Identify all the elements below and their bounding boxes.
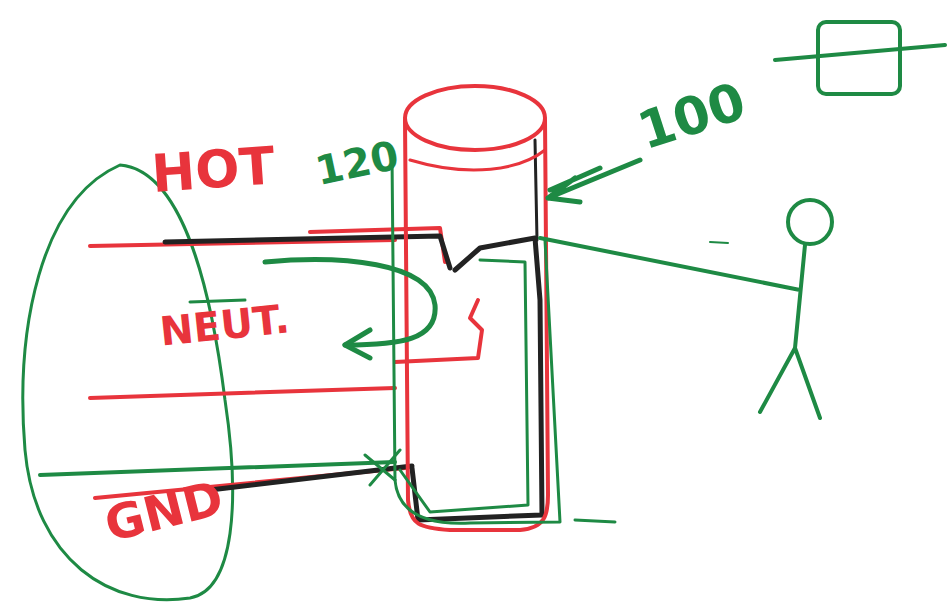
person-head xyxy=(788,200,832,244)
hot-wire-end xyxy=(310,228,445,262)
cable-loop xyxy=(23,165,233,600)
spark-mark xyxy=(365,450,615,522)
case-top xyxy=(405,86,545,150)
ground-line xyxy=(40,462,395,475)
wire-label: GND xyxy=(100,473,227,548)
fuse-line xyxy=(775,45,945,60)
person-body xyxy=(540,238,820,418)
current-trace xyxy=(392,155,560,523)
wire-label: NEUT. xyxy=(158,298,291,351)
wire-label: HOT xyxy=(150,139,277,199)
case-rim xyxy=(410,150,545,170)
current-trace xyxy=(400,260,528,512)
neutral-wire xyxy=(90,388,395,398)
fuse-symbol xyxy=(818,22,900,94)
callout-number: 120 xyxy=(312,135,402,191)
callout-number: 100 xyxy=(632,74,751,157)
fault-path xyxy=(412,238,542,520)
dash-mark xyxy=(190,300,245,302)
arrow-head xyxy=(345,330,370,358)
leader-arrow xyxy=(548,160,640,202)
tick-mark xyxy=(710,242,728,243)
